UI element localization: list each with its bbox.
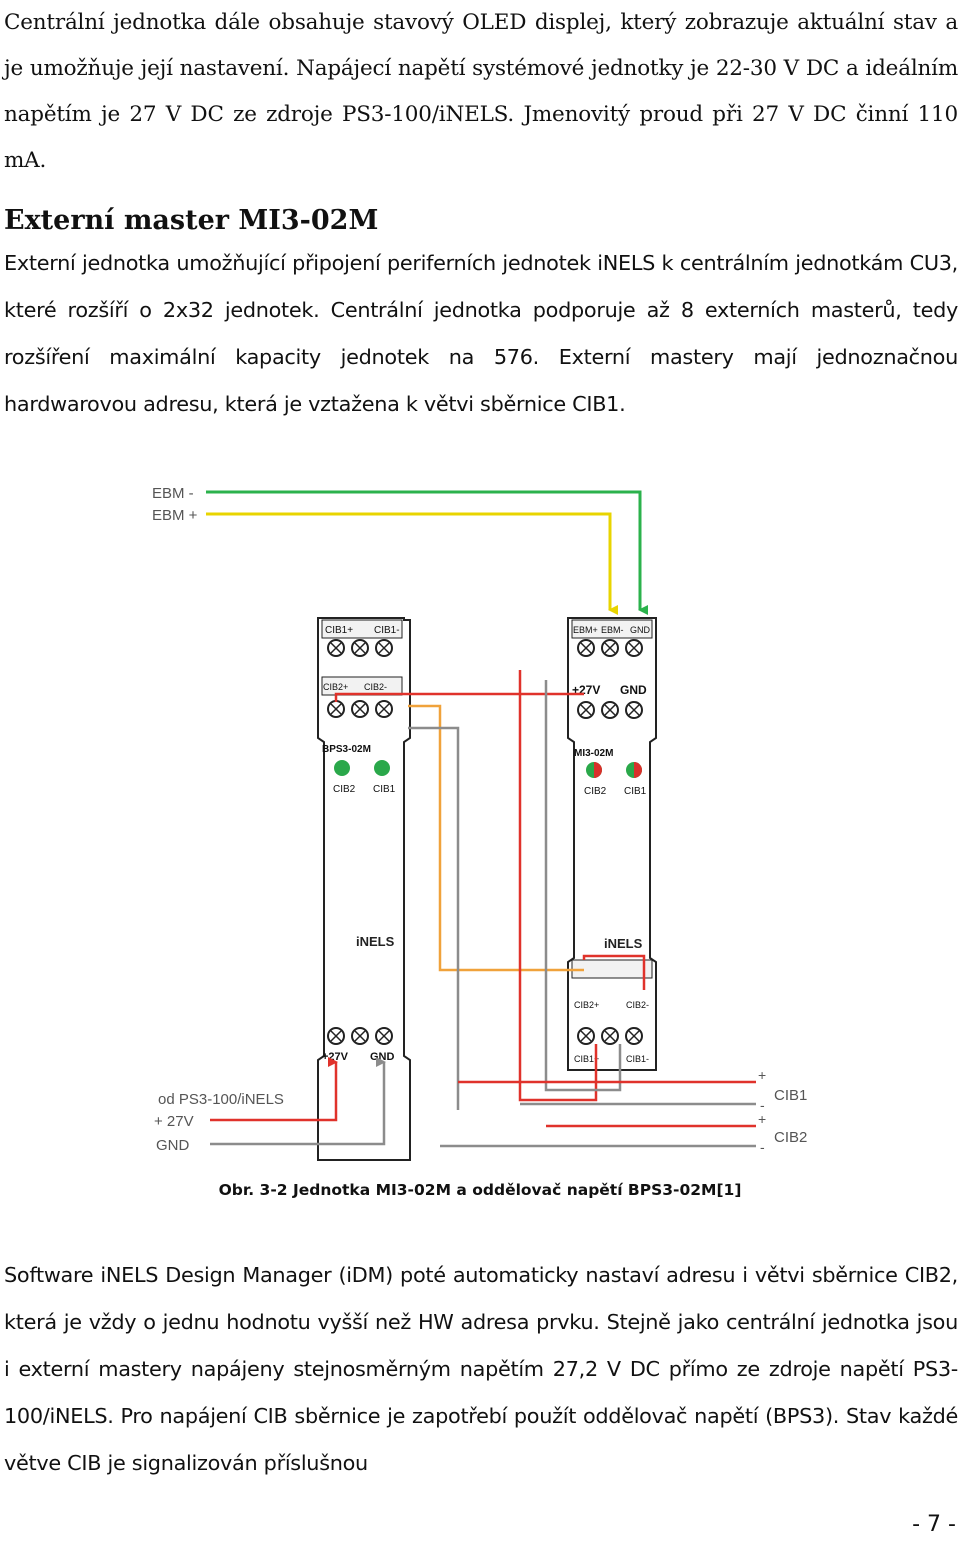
right-bottom-red-loop bbox=[582, 954, 646, 990]
cib2-gray-wire bbox=[544, 680, 622, 1092]
cib1-plus-sign: + bbox=[758, 1067, 766, 1083]
left-led-cib2-label: CIB2 bbox=[333, 784, 356, 795]
cib1-minus-sign: - bbox=[760, 1097, 765, 1113]
left-top-cib1m-label: CIB1- bbox=[374, 625, 400, 636]
right-mid-gnd-label: GND bbox=[620, 683, 647, 697]
supply-source-label: od PS3-100/iNELS bbox=[158, 1091, 284, 1108]
right-module-name: MI3-02M bbox=[574, 748, 613, 759]
bottom-paragraph: Software iNELS Design Manager (iDM) poté… bbox=[4, 1263, 958, 1475]
wiring-diagram: EBM - EBM + CIB1+ CIB1- CIB2+ CIB2- BPS3… bbox=[152, 485, 807, 1161]
left-gnd-to-right-gnd-wire bbox=[408, 726, 460, 1110]
page-number: - 7 - bbox=[912, 1512, 956, 1537]
intro-paragraph: Centrální jednotka dále obsahuje stavový… bbox=[4, 10, 958, 173]
left-top-cib1p-label: CIB1+ bbox=[325, 625, 353, 636]
left-module-name: BPS3-02M bbox=[322, 744, 371, 755]
left-mid-cib2p-label: CIB2+ bbox=[323, 682, 348, 692]
section-heading: Externí master MI3-02M bbox=[4, 205, 379, 236]
left-led-cib2 bbox=[334, 760, 350, 776]
supply-27v-label: + 27V bbox=[154, 1113, 194, 1130]
cib2-minus-sign: - bbox=[760, 1139, 765, 1155]
right-led-cib1-label: CIB1 bbox=[624, 786, 647, 797]
supply-27v-wire bbox=[210, 1057, 338, 1122]
cib2-red-wire bbox=[518, 670, 598, 1102]
ebm-minus-wire bbox=[206, 490, 648, 615]
right-bottom-cib1p-label: CIB1+ bbox=[574, 1054, 599, 1064]
right-bottom-cib2p-label: CIB2+ bbox=[574, 1000, 599, 1010]
ebm-plus-label: EBM + bbox=[152, 507, 198, 524]
figure-caption: Obr. 3-2 Jednotka MI3-02M a oddělovač na… bbox=[218, 1181, 742, 1199]
left-mid-cib2m-label: CIB2- bbox=[364, 682, 387, 692]
right-top-ebmm-label: EBM- bbox=[601, 625, 624, 635]
supply-gnd-label: GND bbox=[156, 1137, 190, 1154]
main-paragraph: Externí jednotka umožňující připojení pe… bbox=[4, 251, 958, 416]
left-cib2p-to-right-27v-wire bbox=[334, 692, 584, 702]
bps3-02m-module: CIB1+ CIB1- CIB2+ CIB2- BPS3-02M CIB2 CI… bbox=[317, 617, 411, 1161]
left-led-cib1-label: CIB1 bbox=[373, 784, 396, 795]
right-bottom-cib2m-label: CIB2- bbox=[626, 1000, 649, 1010]
right-led-cib2-label: CIB2 bbox=[584, 786, 607, 797]
left-bottom-27v-label: +27V bbox=[322, 1051, 349, 1063]
left-bottom-gnd-label: GND bbox=[370, 1051, 395, 1063]
left-brand-logo: iNELS bbox=[356, 934, 395, 949]
cib1-label: CIB1 bbox=[774, 1087, 807, 1104]
right-led-cib2 bbox=[586, 762, 602, 778]
left-led-cib1 bbox=[374, 760, 390, 776]
right-led-cib1 bbox=[626, 762, 642, 778]
mi3-02m-module: EBM+ EBM- GND +27V GND MI3-02M C bbox=[567, 617, 657, 1071]
right-bottom-cib1m-label: CIB1- bbox=[626, 1054, 649, 1064]
right-top-gnd-label: GND bbox=[630, 625, 651, 635]
cib2-label: CIB2 bbox=[774, 1129, 807, 1146]
left-cib1p-wire bbox=[408, 704, 584, 972]
supply-gnd-wire bbox=[210, 1057, 386, 1146]
cib2-plus-sign: + bbox=[758, 1111, 766, 1127]
ebm-plus-wire bbox=[206, 512, 618, 615]
right-brand-logo: iNELS bbox=[604, 936, 643, 951]
right-top-ebmp-label: EBM+ bbox=[573, 625, 598, 635]
ebm-minus-label: EBM - bbox=[152, 485, 194, 502]
